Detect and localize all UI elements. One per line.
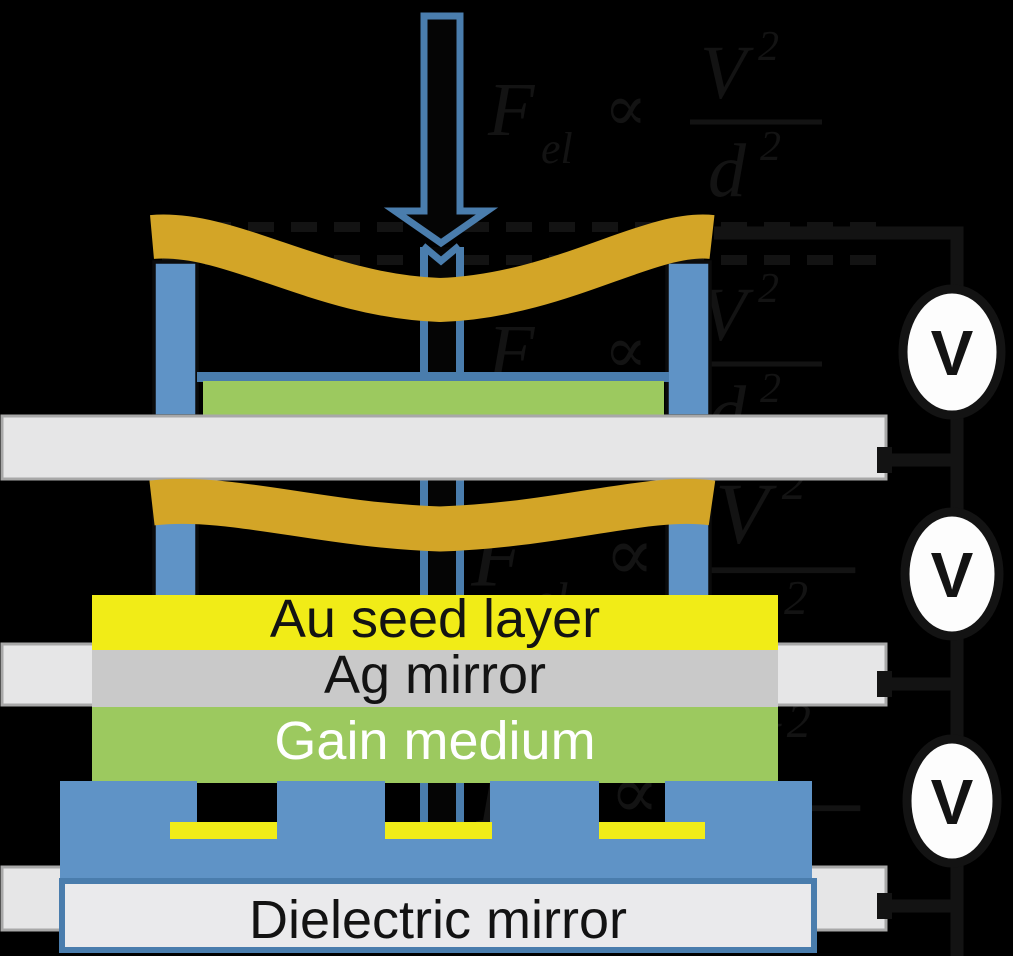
- force-subscript: el: [541, 124, 573, 173]
- membrane-contact-line: [197, 372, 669, 382]
- circuit-bus-wire: [714, 226, 964, 956]
- gain-medium-label: Gain medium: [274, 711, 595, 771]
- voltage-symbol: V: [700, 31, 754, 115]
- voltmeter-3: V: [902, 734, 1002, 868]
- electrode-bar-1: [0, 414, 888, 481]
- dielectric-mirror-label: Dielectric mirror: [249, 890, 627, 950]
- voltage-exponent: 2: [758, 24, 779, 70]
- wire-terminal-1: [877, 447, 892, 473]
- proportional-to-symbol: ∝: [604, 72, 647, 146]
- voltmeter-2: V: [900, 507, 1004, 641]
- voltage-symbol: V: [715, 465, 777, 562]
- distance-symbol: d: [708, 129, 747, 213]
- voltage-exponent: 2: [758, 266, 779, 312]
- voltmeter-label: V: [931, 317, 974, 389]
- force-down-arrow-icon: [383, 12, 499, 248]
- au-seed-layer-label: Au seed layer: [270, 589, 600, 649]
- voltmeter-label: V: [931, 539, 974, 611]
- ag-mirror-label: Ag mirror: [324, 645, 546, 705]
- force-symbol: F: [487, 68, 536, 152]
- distance-exponent: 2: [784, 572, 808, 625]
- support-post-top-left: [152, 260, 199, 418]
- wire-terminal-2: [877, 671, 892, 697]
- buried-au-contact-3: [599, 822, 705, 839]
- voltmeter-circle: [902, 734, 1002, 868]
- curved-gold-membrane-middle: [149, 478, 716, 552]
- curved-gold-membrane-top: [150, 214, 715, 323]
- buried-au-contact-2: [385, 822, 492, 839]
- main-formula: F el ∝ V 2 d 2: [487, 24, 822, 213]
- voltmeter-circle: [898, 284, 1006, 420]
- gain-medium-layer: [92, 707, 778, 783]
- voltmeter-1: V: [898, 284, 1006, 420]
- voltmeter-circle: [900, 507, 1004, 641]
- distance-exponent: 2: [760, 124, 781, 170]
- au-seed-layer: [92, 595, 778, 650]
- buried-au-contact-1: [170, 822, 277, 839]
- distance-exponent: 2: [760, 366, 781, 412]
- wire-terminal-3: [877, 893, 892, 919]
- support-post-top-right: [665, 260, 712, 418]
- ag-mirror-layer: [92, 650, 778, 707]
- dielectric-mirror-bar: [59, 878, 817, 953]
- upper-gain-layer: [203, 381, 664, 415]
- voltmeter-label: V: [931, 766, 974, 838]
- axis-shaft-chevron: [420, 243, 462, 266]
